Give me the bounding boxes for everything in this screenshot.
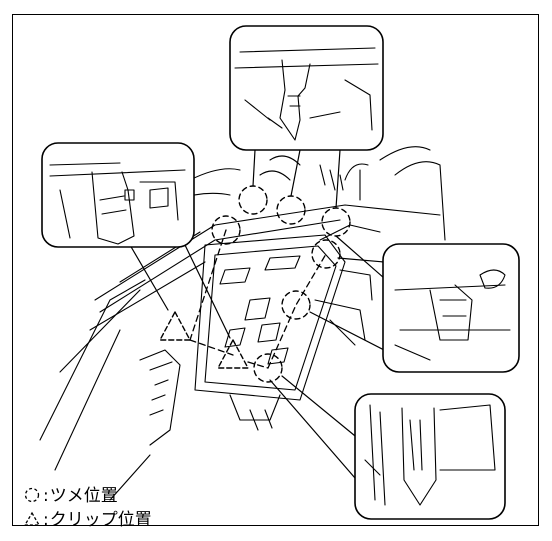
- callout-bottom: [354, 393, 506, 520]
- dashed-triangle-icon: [23, 511, 41, 526]
- claw-position-icon: [281, 290, 311, 320]
- legend-claw: :ツメ位置: [22, 486, 118, 506]
- clip-position-icon: [159, 311, 191, 341]
- callout-leaders: [129, 149, 385, 479]
- claw-position-icon: [276, 195, 306, 225]
- panel-outline: [189, 229, 327, 369]
- legend-claw-label: ツメ位置: [49, 486, 118, 506]
- legend-clip-label: クリップ位置: [49, 510, 152, 530]
- claw-position-icon: [311, 239, 341, 269]
- legend-clip: :クリップ位置: [22, 510, 152, 530]
- legend-claw-separator: :: [43, 486, 49, 506]
- callout-left: [41, 142, 195, 248]
- claw-position-icon: [253, 353, 283, 383]
- claw-position-icon: [238, 185, 268, 215]
- callout-right: [382, 243, 520, 373]
- legend-clip-separator: :: [43, 510, 49, 530]
- clip-position-icon: [217, 339, 249, 369]
- dashed-circle-icon: [24, 487, 40, 503]
- clip-markers: [159, 311, 249, 369]
- callout-top: [229, 25, 384, 151]
- claw-position-icon: [211, 215, 241, 245]
